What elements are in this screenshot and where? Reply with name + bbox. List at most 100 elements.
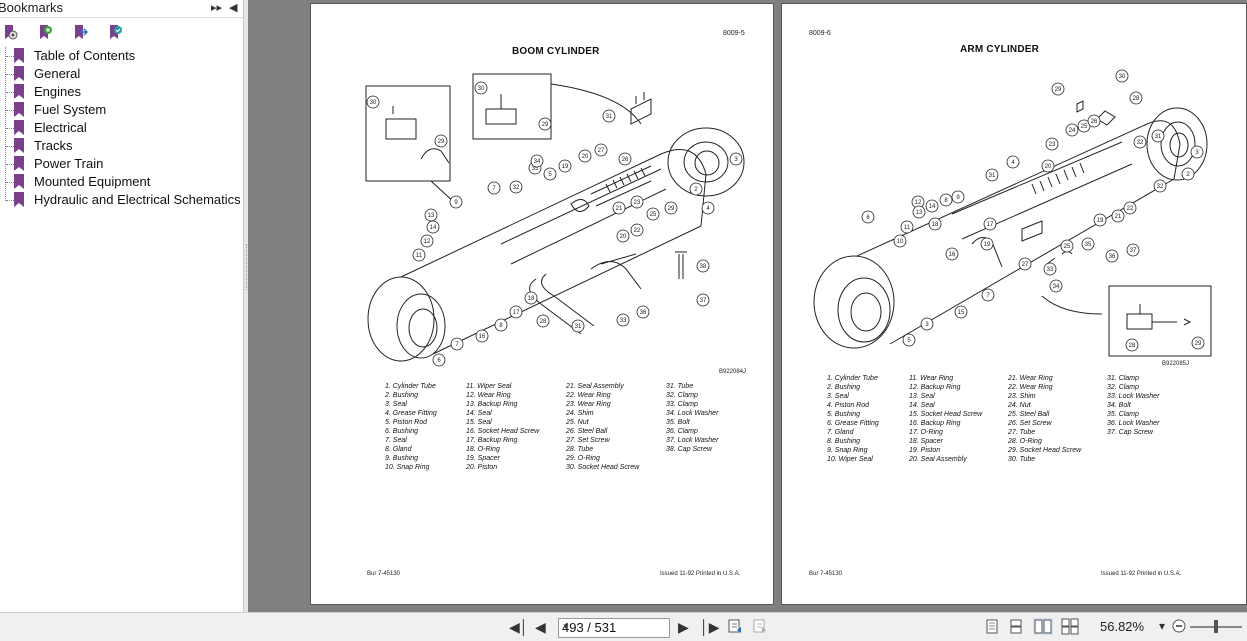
bookmark-item[interactable]: Engines bbox=[0, 83, 243, 101]
svg-text:17: 17 bbox=[513, 310, 520, 316]
part-item: 27. Tube bbox=[1008, 429, 1036, 436]
tree-connector bbox=[5, 47, 6, 201]
part-item: 26. Set Screw bbox=[1008, 420, 1052, 427]
boom-cylinder-diagram: 30 29 30 29 31 3 4 2 9 13 14 12 11 7 6 1… bbox=[365, 73, 745, 367]
page-number-selector[interactable]: 493 / 531 ▼ bbox=[558, 618, 670, 638]
bookmark-item[interactable]: Electrical bbox=[0, 119, 243, 137]
previous-page-icon[interactable]: ◀ bbox=[535, 619, 546, 635]
svg-text:25: 25 bbox=[650, 212, 657, 218]
part-item: 18. O-Ring bbox=[466, 446, 500, 453]
part-item: 3. Seal bbox=[827, 393, 849, 400]
new-bookmark-icon[interactable] bbox=[37, 24, 53, 40]
part-item: 25. Steel Ball bbox=[1008, 411, 1050, 418]
svg-text:26: 26 bbox=[1091, 119, 1098, 125]
bookmark-item[interactable]: Power Train bbox=[0, 155, 243, 173]
single-page-view-icon[interactable] bbox=[985, 619, 999, 634]
part-item: 20. Piston bbox=[466, 464, 498, 471]
svg-text:31: 31 bbox=[606, 114, 613, 120]
svg-text:13: 13 bbox=[428, 213, 435, 219]
page-title: ARM CYLINDER bbox=[960, 44, 1040, 55]
part-item: 17. O-Ring bbox=[909, 429, 943, 436]
svg-text:35: 35 bbox=[532, 166, 539, 172]
svg-text:30: 30 bbox=[1119, 74, 1126, 80]
svg-text:37: 37 bbox=[700, 298, 707, 304]
expand-bookmark-icon[interactable] bbox=[72, 24, 88, 40]
part-item: 24. Nut bbox=[1008, 402, 1031, 409]
svg-text:27: 27 bbox=[1022, 262, 1029, 268]
svg-text:38: 38 bbox=[700, 264, 707, 270]
svg-text:36: 36 bbox=[640, 310, 647, 316]
document-page: 8009-6 ARM CYLINDER bbox=[781, 3, 1247, 605]
splitter-grip[interactable] bbox=[246, 244, 249, 290]
part-item: 5. Piston Rod bbox=[385, 419, 428, 426]
page-number-value[interactable]: 493 / 531 bbox=[562, 620, 617, 635]
bookmark-icon bbox=[14, 102, 24, 117]
bookmark-label[interactable]: General bbox=[34, 66, 81, 81]
parts-column: 1. Cylinder Tube 2. Bushing 3. Seal 4. G… bbox=[385, 382, 437, 472]
double-chevron-right-icon[interactable]: ▸▸ bbox=[211, 2, 223, 14]
continuous-facing-view-icon[interactable] bbox=[1061, 618, 1079, 635]
bookmark-item[interactable]: General bbox=[0, 65, 243, 83]
zoom-dropdown-icon[interactable]: ▾ bbox=[1159, 619, 1166, 633]
bookmark-options-icon[interactable] bbox=[2, 24, 18, 40]
bookmark-label[interactable]: Mounted Equipment bbox=[34, 174, 151, 189]
bookmark-item[interactable]: Fuel System bbox=[0, 101, 243, 119]
svg-text:7: 7 bbox=[455, 342, 459, 348]
zoom-out-icon[interactable] bbox=[1172, 619, 1186, 633]
bookmark-label[interactable]: Electrical bbox=[34, 120, 87, 135]
bookmark-item[interactable]: Tracks bbox=[0, 137, 243, 155]
first-page-icon[interactable]: ◀│ bbox=[509, 619, 529, 635]
tree-branch bbox=[6, 200, 14, 201]
part-item: 15. Socket Head Screw bbox=[909, 411, 983, 418]
part-item: 7. Gland bbox=[827, 429, 854, 436]
next-page-icon[interactable]: ▶ bbox=[678, 619, 689, 635]
panel-splitter[interactable] bbox=[244, 0, 248, 612]
go-forward-view-icon[interactable] bbox=[752, 618, 768, 634]
part-item: 19. Piston bbox=[909, 447, 941, 454]
part-item: 36. Lock Washer bbox=[1107, 420, 1160, 427]
part-item: 36. Clamp bbox=[666, 428, 698, 435]
bookmark-label[interactable]: Engines bbox=[34, 84, 81, 99]
zoom-level[interactable]: 56.82% bbox=[1100, 619, 1145, 634]
part-item: 16. Backup Ring bbox=[909, 420, 961, 427]
zoom-slider-handle[interactable] bbox=[1214, 620, 1218, 633]
navigation-toolbar: ◀│ ◀ 493 / 531 ▼ ▶ │▶ 56.82% ▾ bbox=[0, 612, 1247, 641]
parts-column: 21. Seal Assembly 22. Wear Ring 23. Wear… bbox=[566, 382, 639, 472]
part-item: 9. Bushing bbox=[385, 455, 419, 462]
svg-text:32: 32 bbox=[513, 185, 520, 191]
svg-text:20: 20 bbox=[620, 234, 627, 240]
part-item: 10. Snap Ring bbox=[385, 464, 430, 471]
bookmark-label[interactable]: Power Train bbox=[34, 156, 104, 171]
part-item: 34. Lock Washer bbox=[666, 410, 719, 417]
document-viewport[interactable]: 8009-5 BOOM CYLINDER bbox=[248, 0, 1247, 612]
bookmark-item[interactable]: Table of Contents bbox=[0, 47, 243, 65]
chevron-down-icon[interactable]: ▼ bbox=[562, 622, 570, 631]
bookmarks-header: Bookmarks ▸▸ ◀ bbox=[0, 0, 243, 18]
bookmarks-panel: Bookmarks ▸▸ ◀ Table of Contents General bbox=[0, 0, 244, 612]
continuous-view-icon[interactable] bbox=[1009, 619, 1023, 634]
triangle-left-icon[interactable]: ◀ bbox=[229, 2, 238, 14]
parts-list: 1. Cylinder Tube 2. Bushing 3. Seal 4. P… bbox=[827, 374, 1227, 469]
last-page-icon[interactable]: │▶ bbox=[700, 619, 720, 635]
bookmark-check-icon[interactable] bbox=[107, 24, 123, 40]
svg-text:6: 6 bbox=[437, 358, 441, 364]
svg-text:12: 12 bbox=[424, 239, 431, 245]
bookmark-label[interactable]: Tracks bbox=[34, 138, 73, 153]
svg-text:16: 16 bbox=[949, 252, 956, 258]
svg-text:23: 23 bbox=[634, 200, 641, 206]
part-item: 29. Socket Head Screw bbox=[1008, 447, 1082, 454]
bookmark-item[interactable]: Hydraulic and Electrical Schematics bbox=[0, 191, 243, 209]
facing-pages-view-icon[interactable] bbox=[1033, 618, 1053, 635]
svg-text:19: 19 bbox=[1097, 218, 1104, 224]
svg-text:28: 28 bbox=[540, 319, 547, 325]
bookmark-icon bbox=[14, 48, 24, 63]
bookmark-label[interactable]: Fuel System bbox=[34, 102, 107, 117]
part-item: 34. Bolt bbox=[1107, 402, 1131, 409]
svg-text:9: 9 bbox=[454, 200, 458, 206]
part-item: 6. Bushing bbox=[385, 428, 419, 435]
bookmark-label[interactable]: Hydraulic and Electrical Schematics bbox=[34, 192, 241, 207]
bookmark-item[interactable]: Mounted Equipment bbox=[0, 173, 243, 191]
go-back-view-icon[interactable] bbox=[727, 618, 743, 634]
part-item: 10. Wiper Seal bbox=[827, 456, 873, 463]
bookmark-label[interactable]: Table of Contents bbox=[34, 48, 136, 63]
